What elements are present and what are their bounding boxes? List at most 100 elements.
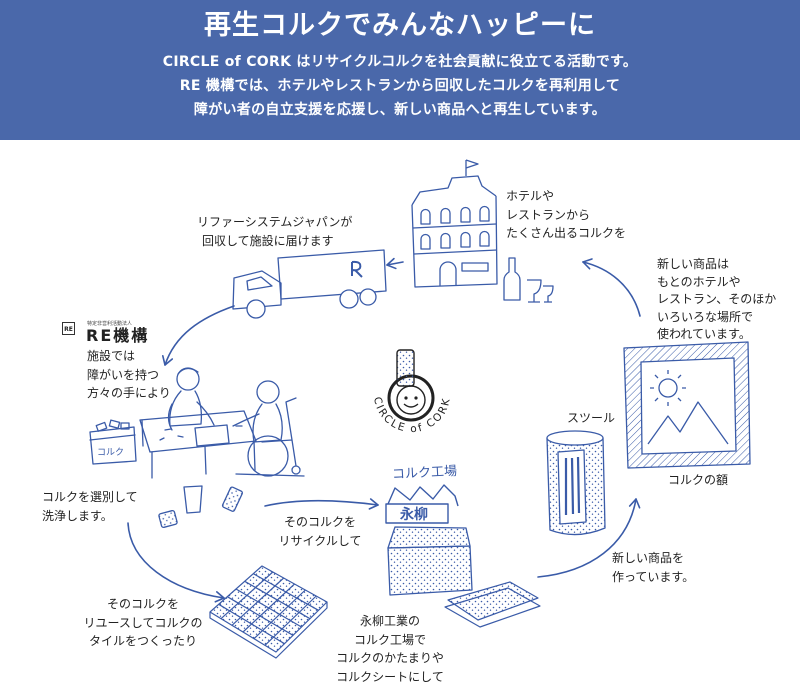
hotel-window xyxy=(460,206,471,223)
caption-line: 使われています。 xyxy=(657,327,751,341)
arrow-sheets-to-frame xyxy=(537,498,641,578)
caption-line: 施設では xyxy=(87,349,136,363)
cork-piece xyxy=(221,486,243,512)
tiles-caption: そのコルクを リユースしてコルクの タイルをつくったり xyxy=(83,595,203,651)
truck-drawing xyxy=(232,249,387,319)
arrow-frame-to-hotel xyxy=(582,258,641,317)
truck-cargo xyxy=(277,249,387,300)
caption-line: レストラン、そのほか xyxy=(657,292,777,306)
collection-caption: リファーシステムジャパンが 回収して施設に届けます xyxy=(197,213,352,250)
cork-crate-rim xyxy=(89,434,136,441)
stool-drawing xyxy=(546,430,606,536)
wine-glass xyxy=(527,279,542,303)
caption-line: レストランから xyxy=(506,207,591,222)
caption-line: そのコルクを xyxy=(106,597,179,611)
caption-line: コルク工場で xyxy=(353,632,426,647)
truck-front-wheel xyxy=(246,299,266,319)
caption-line: いろいろな場所で xyxy=(657,309,754,324)
tile-sheet-edge xyxy=(209,602,328,659)
caption-line: 回収して施設に届けます xyxy=(202,233,334,248)
caption-line: コルクを選別して xyxy=(42,490,138,504)
worker-left-hair xyxy=(177,367,199,375)
cork-crate xyxy=(89,426,137,465)
factory-sign-text: 永柳 xyxy=(399,506,428,523)
caption-line: 方々の手により xyxy=(87,386,171,401)
logo-cork xyxy=(396,349,415,387)
hotel-window xyxy=(440,207,451,224)
hotel-window xyxy=(479,205,490,222)
arrow-sorting-to-tiles xyxy=(127,522,225,603)
caption-line: ホテルや xyxy=(506,189,555,203)
cork-sheets-drawing xyxy=(444,581,541,628)
table-cork-bits xyxy=(159,425,243,441)
factory-caption: 永柳工業の コルク工場で コルクのかたまりや コルクシートにして xyxy=(330,612,450,687)
worktable xyxy=(139,410,257,453)
hotel-drawing xyxy=(411,159,554,303)
recycling-caption: そのコルクを リサイクルして xyxy=(270,513,370,550)
hotel-door xyxy=(439,261,457,286)
workshop-drawing: コルク xyxy=(89,367,305,479)
hotel-flag xyxy=(465,159,479,169)
cork-piece xyxy=(108,419,121,429)
caption-line: 新しい商品は xyxy=(657,257,730,271)
caption-line: 永柳工業の xyxy=(359,614,420,628)
caption-line: リユースしてコルクの xyxy=(83,615,203,630)
wheelchair-caster xyxy=(291,465,301,475)
new-products-caption: 新しい商品を 作っています。 xyxy=(612,549,694,586)
logo-eye xyxy=(404,396,408,400)
hotel-window xyxy=(420,208,431,225)
caption-line: タイルをつくったり xyxy=(88,634,197,649)
hotel-floor-line xyxy=(412,223,498,255)
truck-cab xyxy=(232,270,282,310)
stool-caption: スツール xyxy=(567,411,616,425)
caption-line: リサイクルして xyxy=(278,533,362,548)
hotel-roof xyxy=(411,175,497,206)
caption-line: 洗浄します。 xyxy=(42,508,113,523)
hotel-window xyxy=(420,233,431,250)
cork-piece xyxy=(158,509,178,529)
arrow-hotel-to-truck xyxy=(386,257,404,270)
stool-top xyxy=(546,430,604,446)
table-cork-box xyxy=(194,424,230,447)
caption-line: 障がいを持つ xyxy=(87,367,160,382)
intro-line: 障がい者の自立支援を応援し、新しい商品へと再生しています。 xyxy=(193,102,607,118)
glass-cup xyxy=(183,485,203,514)
sorted-corks xyxy=(158,485,243,529)
arrow-truck-to-facility xyxy=(161,305,235,366)
frame-sun-rays xyxy=(650,370,686,406)
sorting-caption: コルクを選別して 洗浄します。 xyxy=(42,488,138,525)
header-banner: 再生コルクでみんなハッピーに CIRCLE of CORK はリサイクルコルクを… xyxy=(0,0,800,140)
truck-window xyxy=(246,276,273,291)
hotel-window xyxy=(479,230,490,247)
factory-drawing: コルク工場 永柳 xyxy=(385,464,459,524)
cork-frame-drawing xyxy=(623,341,751,469)
cork-sheet xyxy=(447,581,539,621)
reuse-caption: 新しい商品は もとのホテルや レストラン、そのほか いろいろな場所で 使われてい… xyxy=(657,256,776,344)
re-kikou-logo: RE 特定非営利活動法人 RE機構 xyxy=(62,321,152,345)
tile-grid-lines xyxy=(218,571,319,646)
caption-line: 新しい商品を xyxy=(612,551,685,565)
worktable-legs xyxy=(141,419,256,479)
logo-eye xyxy=(414,396,418,400)
worker-left-arm xyxy=(167,401,215,431)
worker-left-body xyxy=(169,390,203,427)
worker-right-arm xyxy=(232,413,260,427)
cork-piece xyxy=(95,421,108,432)
caption-line: リファーシステムジャパンが xyxy=(197,215,353,229)
page-title: 再生コルクでみんなハッピーに xyxy=(204,10,596,41)
arrow-to-factory xyxy=(264,498,379,510)
truck-rear-wheel xyxy=(339,289,359,309)
caption-line: コルクのかたまりや xyxy=(336,651,444,666)
facility-caption: 施設では 障がいを持つ 方々の手により xyxy=(87,347,171,403)
caption-line: 作っています。 xyxy=(612,569,695,584)
truck-rear-wheel xyxy=(359,288,377,306)
logo-smile xyxy=(403,403,419,408)
circle-of-cork-logo: CIRCLE of CORK xyxy=(371,349,451,435)
re-org-type: 特定非営利活動法人 xyxy=(87,321,133,327)
re-mark-icon: RE xyxy=(62,322,75,335)
frame-mountains xyxy=(647,401,729,445)
cork-piece xyxy=(120,422,130,430)
cycle-arrows xyxy=(127,257,641,603)
